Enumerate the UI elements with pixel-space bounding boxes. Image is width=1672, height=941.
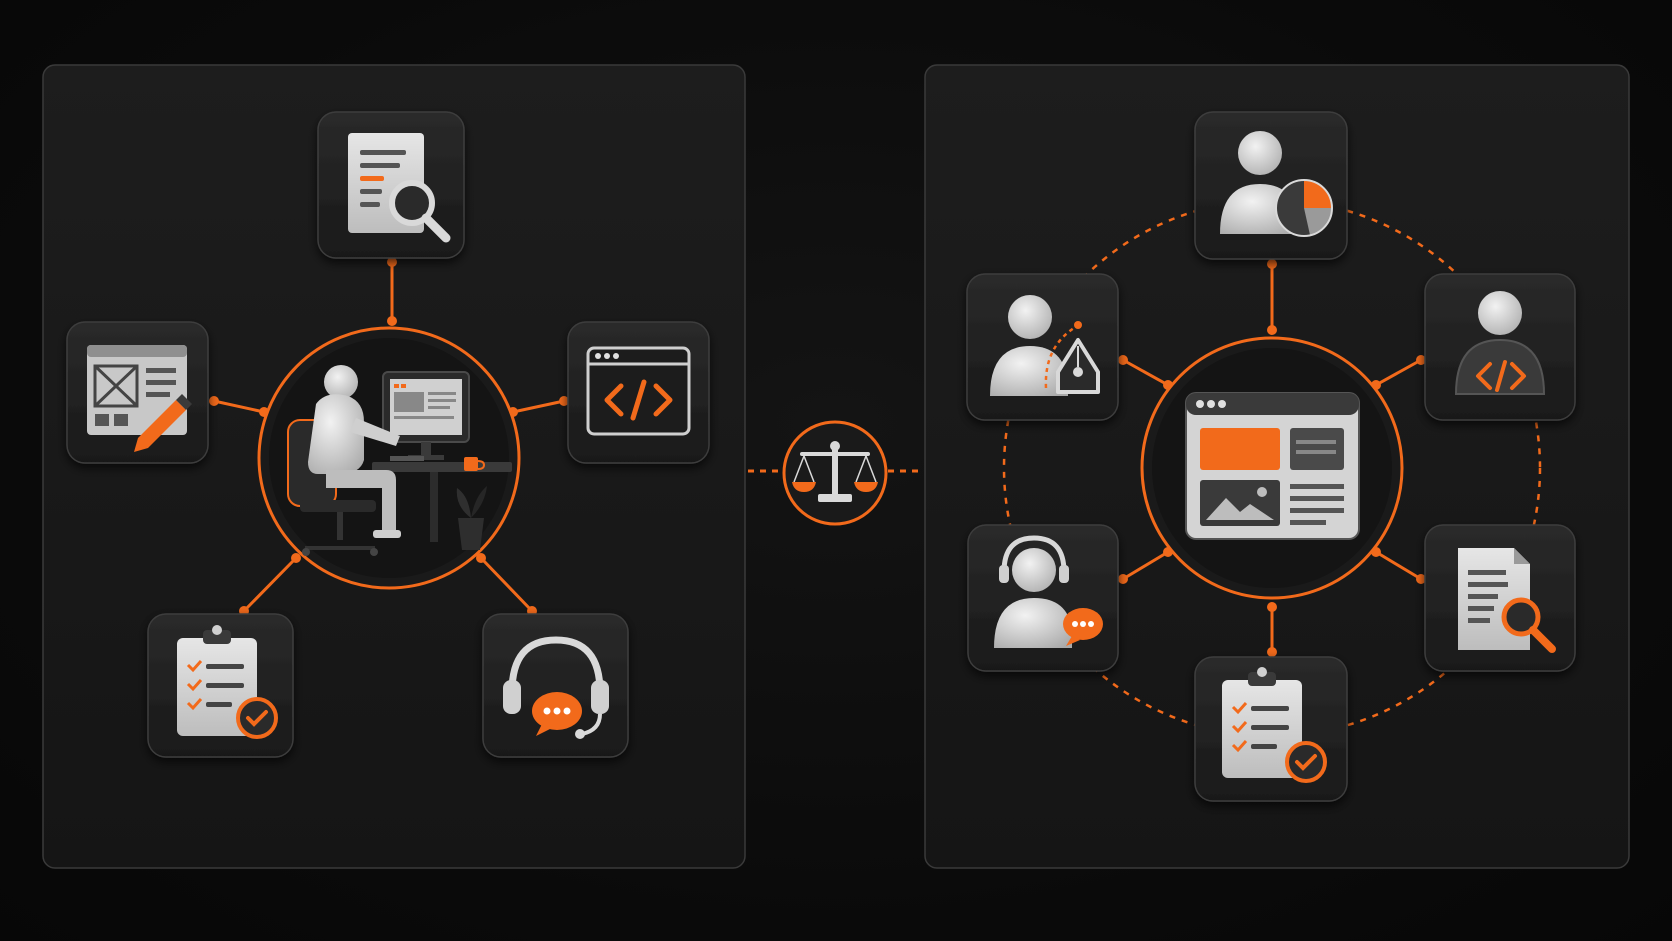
right-node-support-agent: [967, 524, 1119, 672]
left-node-headset-support: [482, 613, 629, 758]
left-node-checklist: [147, 613, 294, 758]
designer-pen-person-icon: [990, 295, 1100, 396]
balance-scale-icon: [792, 441, 878, 502]
middle-connector: [748, 420, 922, 526]
left-center-hub: [257, 326, 521, 590]
right-node-analyst: [1194, 111, 1348, 260]
analyst-chart-person-icon: [1220, 131, 1333, 237]
right-center-hub: [1140, 336, 1404, 600]
support-agent-person-icon: [994, 535, 1103, 648]
checklist-clipboard-icon: [1222, 667, 1327, 783]
checklist-clipboard-icon: [177, 625, 278, 739]
left-node-wireframe-design: [66, 321, 209, 464]
right-node-designer: [966, 273, 1119, 421]
web-page-layout-icon: [1185, 392, 1360, 540]
right-node-checklist: [1194, 656, 1348, 802]
right-node-developer: [1424, 273, 1576, 421]
code-window-icon: [586, 346, 691, 436]
person-at-computer-desk-icon: [287, 365, 512, 556]
document-search-icon: [348, 133, 451, 243]
wireframe-design-icon: [87, 345, 192, 452]
left-node-document-search: [317, 111, 465, 259]
left-panel: [42, 64, 746, 869]
left-node-code-window: [567, 321, 710, 464]
developer-code-person-icon: [1454, 291, 1546, 395]
right-panel: [924, 64, 1630, 869]
document-search-icon: [1458, 548, 1556, 653]
right-node-document-search: [1424, 524, 1576, 672]
right-connectors: [1118, 259, 1426, 657]
headset-support-icon: [503, 636, 609, 739]
